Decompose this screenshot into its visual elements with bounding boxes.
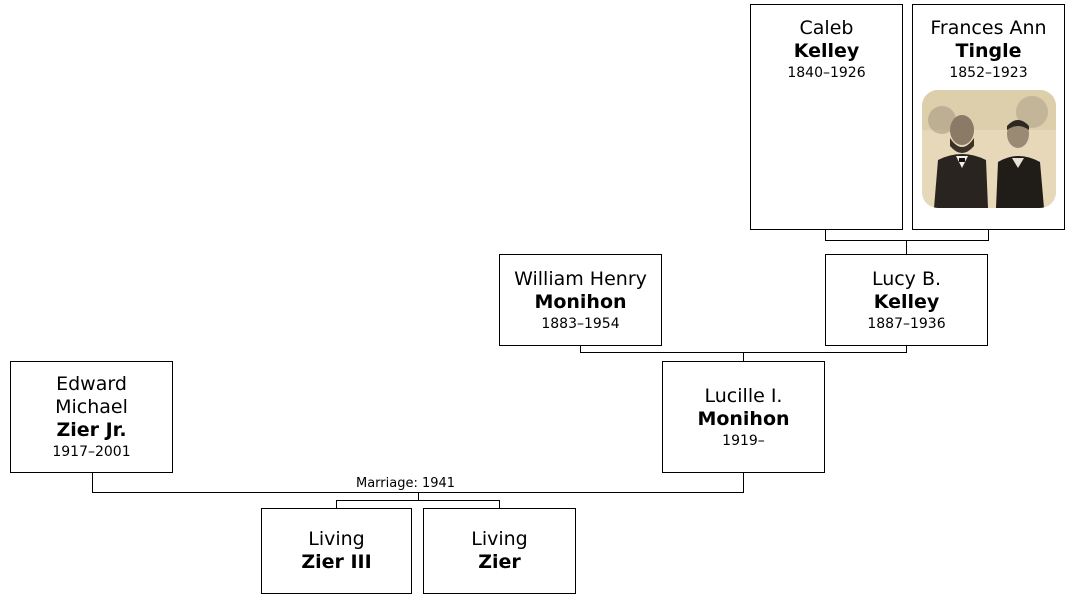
connector-caleb-frances: [825, 240, 989, 241]
surname: Monihon: [697, 407, 790, 430]
person-lucy-b-kelley[interactable]: Lucy B. Kelley 1887–1936: [825, 254, 988, 346]
surname: Kelley: [793, 40, 860, 62]
portrait-photo-image: [921, 90, 1056, 208]
given-name: Living: [471, 528, 528, 550]
life-years: 1887–1936: [867, 315, 946, 332]
life-years: 1883–1954: [541, 315, 620, 332]
portrait-photo[interactable]: [921, 90, 1056, 208]
connector-lucille-down: [743, 472, 744, 493]
person-caleb-kelley[interactable]: Caleb Kelley 1840–1926: [750, 4, 903, 230]
connector-to-children: [418, 492, 419, 501]
life-years: 1917–2001: [52, 444, 131, 460]
connector-caleb-down: [825, 229, 826, 241]
person-living-zier-iii[interactable]: Living Zier III: [261, 508, 412, 594]
life-years: 1919–: [722, 432, 765, 449]
connector-to-lucy: [906, 240, 907, 255]
marriage-label: Marriage: 1941: [354, 476, 458, 492]
connector-william-down: [580, 345, 581, 353]
given-name: Caleb: [799, 17, 854, 39]
given-name: Edward: [56, 373, 127, 395]
connector-child2-up: [499, 500, 500, 509]
given-name: Lucille I.: [704, 384, 783, 407]
surname: Kelley: [873, 290, 940, 313]
given-name: William Henry: [514, 267, 647, 290]
given-name-middle: Michael: [55, 396, 128, 418]
given-name: Frances Ann: [930, 17, 1047, 39]
surname: Zier III: [301, 551, 372, 573]
person-william-henry-monihon[interactable]: William Henry Monihon 1883–1954: [499, 254, 662, 346]
surname: Zier Jr.: [56, 419, 127, 441]
connector-to-lucille: [743, 352, 744, 362]
connector-edward-down: [92, 472, 93, 493]
surname: Zier: [478, 551, 521, 573]
person-living-zier[interactable]: Living Zier: [423, 508, 576, 594]
given-name: Living: [308, 528, 365, 550]
connector-children: [336, 500, 500, 501]
connector-child1-up: [336, 500, 337, 509]
life-years: 1852–1923: [949, 65, 1028, 81]
person-frances-ann-tingle[interactable]: Frances Ann Tingle 1852–1923: [912, 4, 1065, 230]
life-years: 1840–1926: [787, 65, 866, 81]
person-lucille-i-monihon[interactable]: Lucille I. Monihon 1919–: [662, 361, 825, 473]
connector-lucy-down: [906, 345, 907, 353]
given-name: Lucy B.: [871, 267, 942, 290]
person-edward-michael-zier-jr[interactable]: Edward Michael Zier Jr. 1917–2001: [10, 361, 173, 473]
connector-frances-down: [988, 229, 989, 241]
surname: Monihon: [534, 290, 627, 313]
surname: Tingle: [955, 40, 1022, 62]
